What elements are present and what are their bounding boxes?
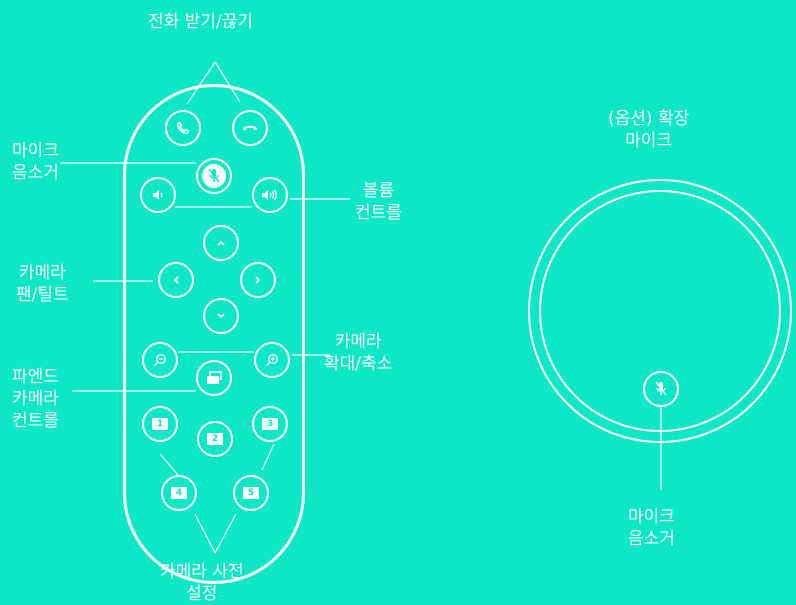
expansion-mic-mute-label: 마이크 음소거 [628, 507, 675, 549]
microphone-mute-icon [655, 381, 667, 396]
tilt-down-button[interactable] [203, 298, 239, 334]
end-call-button[interactable] [232, 110, 268, 146]
pan-tilt-label: 카메라 팬/틸트 [16, 263, 69, 305]
volume-down-button[interactable] [140, 177, 176, 213]
chevron-up-icon [217, 240, 225, 246]
volume-label: 볼륨 컨트롤 [355, 181, 402, 223]
expansion-mic-mute-button[interactable] [643, 371, 679, 407]
preset-4-number: 4 [171, 487, 187, 499]
chevron-right-icon [255, 276, 261, 284]
phone-answer-icon [176, 121, 190, 135]
mute-label: 마이크 음소거 [12, 141, 59, 183]
expansion-mic-label: (옵션) 확장 마이크 [608, 109, 690, 151]
preset-5-number: 5 [243, 487, 259, 499]
zoom-out-icon [153, 354, 166, 367]
far-end-label: 파엔드 카메라 컨트롤 [12, 367, 59, 431]
preset-2-button[interactable]: 2 [197, 421, 233, 457]
expansion-mic-body [539, 190, 781, 432]
preset-1-number: 1 [152, 418, 168, 430]
answer-call-button[interactable] [165, 110, 201, 146]
volume-up-icon [262, 189, 277, 201]
far-end-control-icon [207, 371, 222, 384]
volume-up-button[interactable] [252, 177, 288, 213]
zoom-in-icon [265, 354, 278, 367]
pan-right-button[interactable] [240, 262, 276, 298]
preset-4-button[interactable]: 4 [161, 475, 197, 511]
chevron-down-icon [217, 313, 225, 319]
chevron-left-icon [173, 276, 179, 284]
pan-left-button[interactable] [158, 262, 194, 298]
zoom-in-button[interactable] [254, 342, 290, 378]
remote-control-body [123, 84, 305, 584]
preset-3-button[interactable]: 3 [252, 406, 288, 442]
mute-button[interactable] [196, 158, 232, 194]
expansion-mic-outer-ring [528, 179, 792, 443]
volume-down-icon [153, 190, 163, 200]
preset-2-number: 2 [207, 433, 223, 445]
tilt-up-button[interactable] [203, 225, 239, 261]
preset-5-button[interactable]: 5 [233, 475, 269, 511]
preset-1-button[interactable]: 1 [142, 406, 178, 442]
zoom-label: 카메라 확대/축소 [324, 332, 393, 374]
preset-3-number: 3 [262, 418, 278, 430]
call-label: 전화 받기/끊기 [148, 12, 253, 32]
zoom-out-button[interactable] [142, 342, 178, 378]
far-end-control-button[interactable] [196, 360, 232, 396]
microphone-mute-icon [208, 168, 220, 183]
phone-hangup-icon [243, 125, 257, 130]
